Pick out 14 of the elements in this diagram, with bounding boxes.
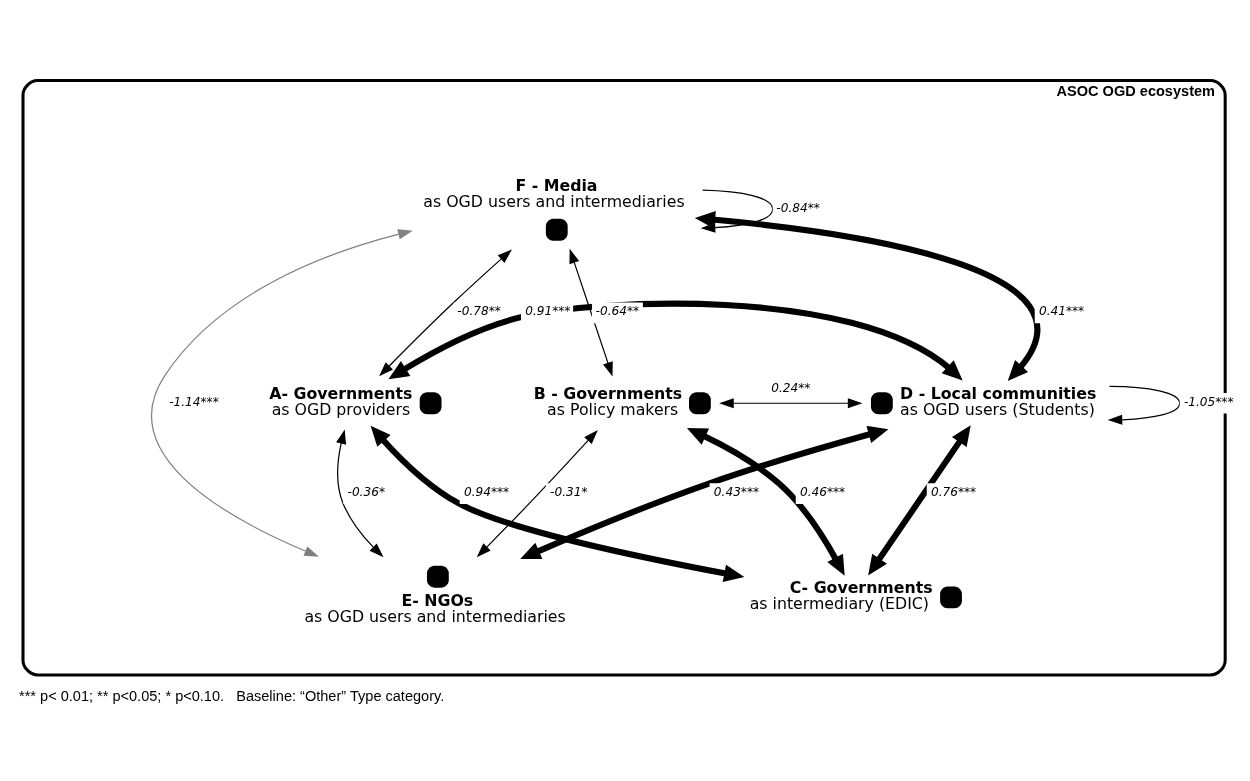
edge-label: 0.41***	[1038, 304, 1085, 319]
edge-label: -0.84**	[776, 200, 820, 215]
caption: *** p< 0.01; ** p<0.05; * p<0.10. Baseline: “Other” Type category.	[19, 688, 445, 705]
edge-label: 0.94***	[463, 485, 510, 500]
edge-label: 0.76***	[931, 485, 977, 500]
edge-label: -0.31*	[550, 485, 588, 500]
edge-label: -0.78**	[457, 304, 501, 319]
edge-label: 0.91***	[525, 304, 571, 319]
edge-label: -0.64**	[595, 304, 640, 319]
edge-label: 0.46***	[799, 485, 846, 500]
edge-label: 0.24**	[771, 380, 811, 395]
edge-label: 0.43***	[713, 485, 760, 500]
edge-label: -1.14***	[169, 394, 219, 409]
edge-label: -0.36*	[347, 485, 385, 500]
